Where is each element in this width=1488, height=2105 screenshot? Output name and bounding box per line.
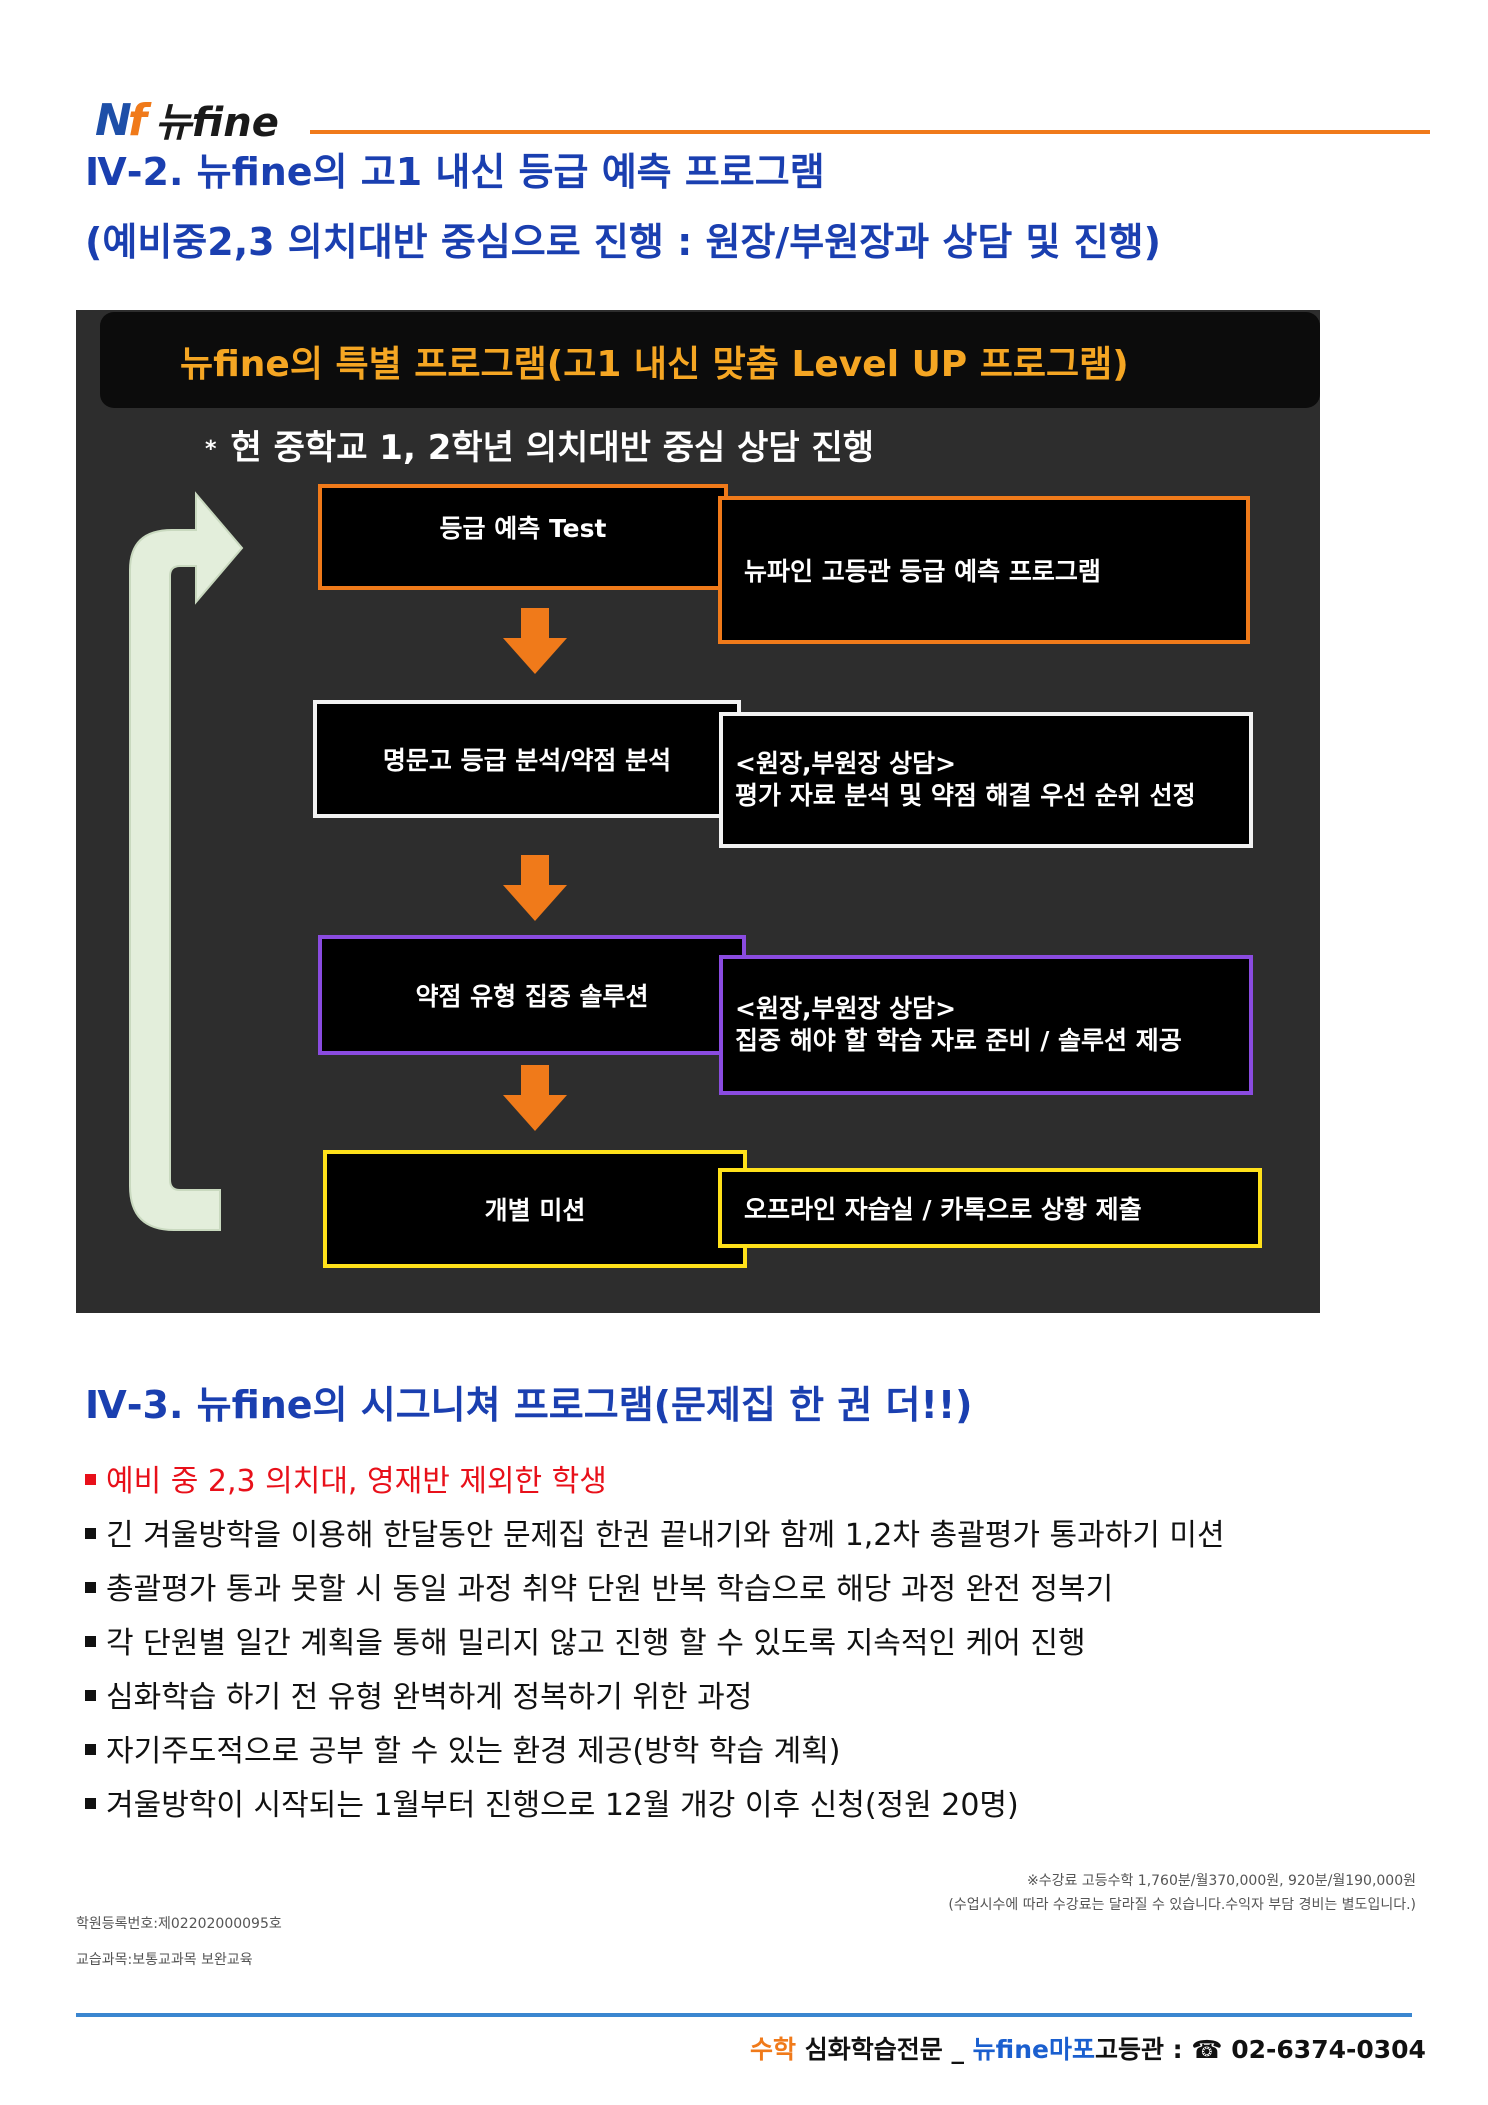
registration-number: 학원등록번호:제02202000095호 (76, 1916, 282, 1932)
step-label: 등급 예측 Test (439, 514, 607, 543)
down-arrow-icon (503, 1065, 567, 1131)
step-detail: <원장,부원장 상담> 평가 자료 분석 및 약점 해결 우선 순위 선정 (735, 748, 1196, 811)
list-item: 겨울방학이 시작되는 1월부터 진행으로 12월 개강 이후 신청(정원 20명… (85, 1779, 1225, 1833)
step-weakness-solution: 약점 유형 집중 솔루션 (318, 935, 746, 1055)
loop-arrow-icon (129, 491, 244, 1231)
footer-subject: 수학 (750, 2035, 797, 2064)
step-grade-analysis-detail: <원장,부원장 상담> 평가 자료 분석 및 약점 해결 우선 순위 선정 (719, 712, 1253, 848)
step-weakness-solution-detail: <원장,부원장 상담> 집중 해야 할 학습 자료 준비 / 솔루션 제공 (719, 955, 1253, 1095)
list-item: 예비 중 2,3 의치대, 영재반 제외한 학생 (85, 1455, 1225, 1509)
section3-title: Ⅳ-3. 뉴fine의 시그니쳐 프로그램(문제집 한 권 더!!) (85, 1383, 973, 1427)
step-individual-mission-detail: 오프라인 자습실 / 카톡으로 상황 제출 (718, 1168, 1262, 1248)
footer-brand: 뉴fine마포 (972, 2035, 1095, 2064)
step-detail: <원장,부원장 상담> 집중 해야 할 학습 자료 준비 / 솔루션 제공 (735, 993, 1182, 1056)
list-item: 자기주도적으로 공부 할 수 있는 환경 제공(방학 학습 계획) (85, 1725, 1225, 1779)
logo-mark: Nf (95, 95, 147, 146)
footer-specialty: 심화학습전문 _ (804, 2035, 964, 2064)
diagram-banner-title: 뉴fine의 특별 프로그램(고1 내신 맞춤 Level UP 프로그램) (180, 344, 1129, 385)
tuition-info: ※수강료 고등수학 1,760분/월370,000원, 920분/월190,00… (1027, 1873, 1416, 1889)
diagram-note: *현 중학교 1, 2학년 의치대반 중심 상담 진행 (205, 428, 875, 468)
step-detail: 뉴파인 고등관 등급 예측 프로그램 (744, 557, 1101, 586)
step-grade-analysis: 명문고 등급 분석/약점 분석 (313, 700, 741, 818)
footer-divider (76, 2013, 1412, 2017)
list-item: 총괄평가 통과 못할 시 동일 과정 취약 단원 반복 학습으로 해당 과정 완… (85, 1563, 1225, 1617)
step-label: 개별 미션 (484, 1196, 586, 1225)
step-individual-mission: 개별 미션 (323, 1150, 747, 1268)
footer-phone: 02-6374-0304 (1231, 2035, 1426, 2064)
logo-text: 뉴fine (154, 100, 279, 146)
signature-program-list: 예비 중 2,3 의치대, 영재반 제외한 학생 긴 겨울방학을 이용해 한달동… (85, 1455, 1225, 1833)
footer-branch: 고등관 : (1094, 2035, 1183, 2064)
step-label: 약점 유형 집중 솔루션 (415, 982, 649, 1011)
down-arrow-icon (503, 855, 567, 921)
list-item: 각 단원별 일간 계획을 통해 밀리지 않고 진행 할 수 있도록 지속적인 케… (85, 1617, 1225, 1671)
logo: Nf 뉴fine (95, 93, 279, 146)
section2-title: Ⅳ-2. 뉴fine의 고1 내신 등급 예측 프로그램 (85, 150, 825, 194)
phone-icon: ☎ (1191, 2035, 1223, 2064)
footer-contact: 수학 심화학습전문 _ 뉴fine마포고등관 : ☎ 02-6374-0304 (750, 2030, 1426, 2066)
step-grade-test-detail: 뉴파인 고등관 등급 예측 프로그램 (718, 496, 1250, 644)
step-detail: 오프라인 자습실 / 카톡으로 상황 제출 (744, 1195, 1142, 1224)
down-arrow-icon (503, 608, 567, 674)
list-item: 긴 겨울방학을 이용해 한달동안 문제집 한권 끝내기와 함께 1,2차 총괄평… (85, 1509, 1225, 1563)
list-item: 심화학습 하기 전 유형 완벽하게 정복하기 위한 과정 (85, 1671, 1225, 1725)
tuition-note: (수업시수에 따라 수강료는 달라질 수 있습니다.수익자 부담 경비는 별도입… (948, 1897, 1416, 1913)
diagram-banner (100, 312, 1320, 408)
section2-subtitle: (예비중2,3 의치대반 중심으로 진행 : 원장/부원장과 상담 및 진행) (85, 220, 1162, 264)
header-divider (310, 130, 1430, 134)
course-subject: 교습과목:보통교과목 보완교육 (76, 1952, 253, 1968)
step-grade-test: 등급 예측 Test (318, 484, 728, 590)
step-label: 명문고 등급 분석/약점 분석 (382, 746, 672, 775)
